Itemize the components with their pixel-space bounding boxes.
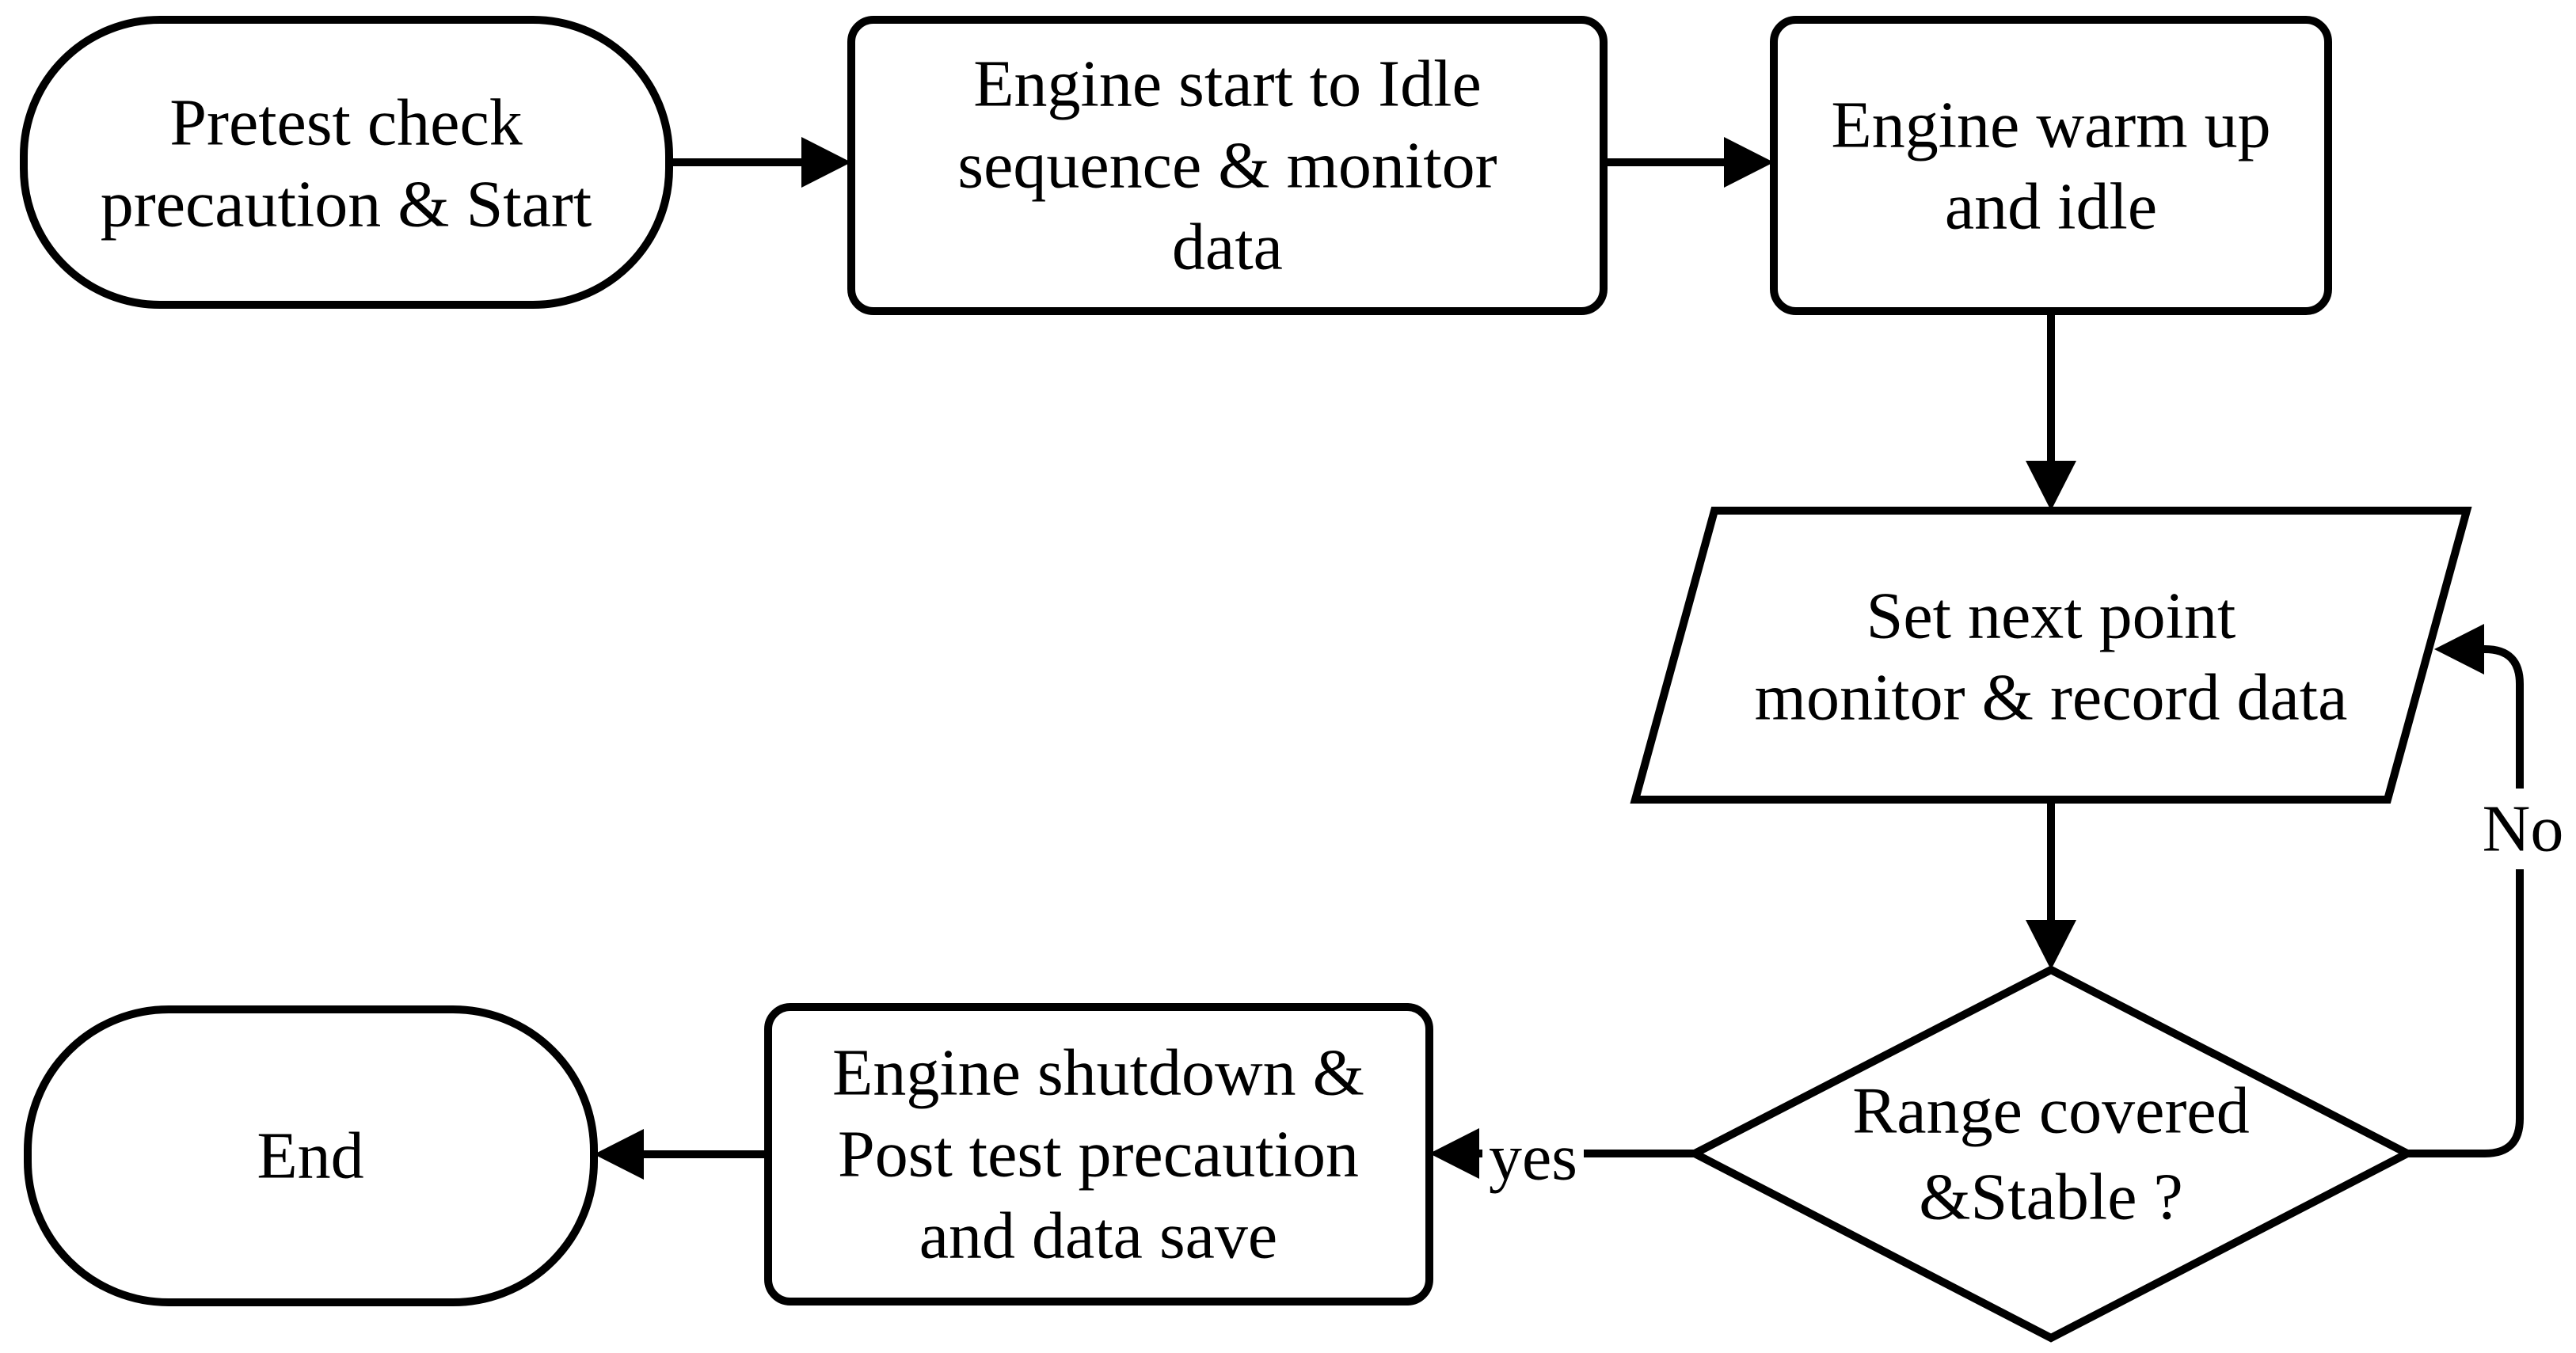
no-label-backing	[2472, 789, 2574, 869]
node-set-point-label-line2: monitor & record data	[1755, 661, 2348, 735]
edge-range-check-to-set-point-arrowhead	[2434, 624, 2484, 675]
edge-start-to-start-sequence	[669, 137, 851, 188]
node-set-point-label-line1: Set next point	[1866, 580, 2236, 653]
warm-up-process-shape	[1770, 16, 2332, 315]
node-range-check: Range covered &Stable ?	[1686, 965, 2416, 1343]
edge-range-check-to-shutdown: yes	[1429, 1113, 1695, 1195]
start-terminator-shape	[20, 16, 673, 309]
edge-range-check-to-shutdown-arrowhead	[1429, 1128, 1479, 1179]
node-start-sequence-label-line3: data	[1172, 211, 1283, 284]
edge-range-check-to-set-point: No	[2407, 624, 2574, 1157]
node-end-label: End	[257, 1119, 363, 1193]
edge-start-to-start-sequence-arrowhead	[801, 137, 851, 188]
node-shutdown-label-line2: Post test precaution	[838, 1118, 1359, 1191]
edge-range-check-to-set-point-line	[2407, 645, 2524, 1157]
node-start-sequence: Engine start to Idle sequence & monitor …	[847, 16, 1608, 315]
edge-shutdown-to-end-arrowhead	[594, 1129, 644, 1180]
node-end: End	[24, 1005, 598, 1306]
node-warm-up-label-line2: and idle	[1945, 170, 2157, 244]
edge-warm-up-to-set-point	[2026, 311, 2076, 511]
edge-warm-up-to-set-point-arrowhead	[2026, 461, 2076, 511]
node-warm-up-label-line1: Engine warm up	[1831, 89, 2270, 162]
node-warm-up: Engine warm up and idle	[1770, 16, 2332, 315]
end-terminator-shape	[24, 1005, 598, 1306]
node-shutdown-label-line1: Engine shutdown &	[832, 1036, 1364, 1110]
edge-shutdown-to-end	[594, 1129, 768, 1180]
edge-label-no: No	[2483, 792, 2564, 866]
edge-set-point-to-range-check	[2026, 800, 2076, 970]
node-shutdown-label-line3: and data save	[919, 1199, 1277, 1273]
node-range-check-label-line1: Range covered	[1852, 1074, 2249, 1148]
node-start: Pretest check precaution & Start	[20, 16, 673, 309]
node-range-check-label-line2: &Stable ?	[1919, 1161, 2183, 1234]
edge-start-sequence-to-warm-up-arrowhead	[1724, 137, 1774, 188]
edge-label-yes: yes	[1489, 1121, 1577, 1195]
set-point-io-shape	[1630, 507, 2472, 804]
node-shutdown: Engine shutdown & Post test precaution a…	[764, 1003, 1433, 1305]
node-start-label-line2: precaution & Start	[101, 168, 592, 241]
node-set-point: Set next point monitor & record data	[1630, 507, 2472, 804]
node-start-label-line1: Pretest check	[169, 86, 522, 160]
node-start-sequence-label-line2: sequence & monitor	[957, 129, 1497, 203]
edge-start-sequence-to-warm-up	[1604, 137, 1774, 188]
node-start-sequence-label-line1: Engine start to Idle	[973, 48, 1481, 121]
yes-label-backing	[1482, 1113, 1584, 1195]
edge-set-point-to-range-check-arrowhead	[2026, 920, 2076, 970]
range-check-decision-shape	[1686, 965, 2416, 1343]
